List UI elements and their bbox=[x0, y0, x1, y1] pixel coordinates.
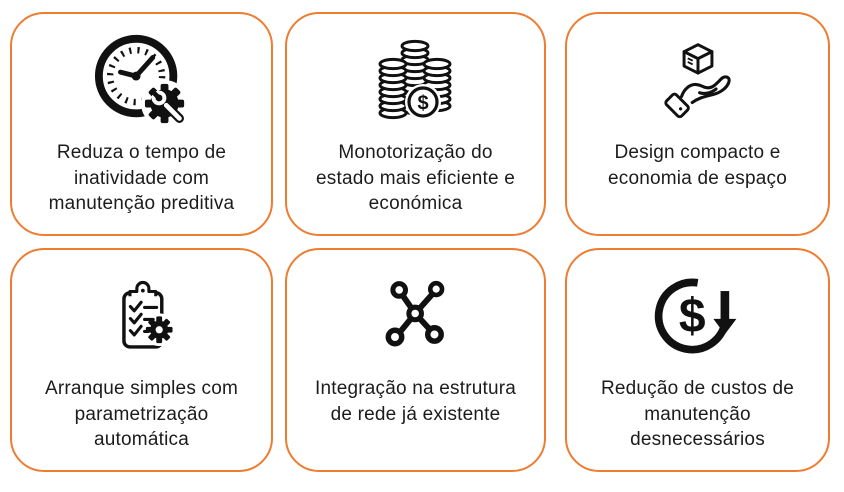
card-text: Redução de custos de manutenção desneces… bbox=[600, 378, 795, 450]
checklist-gear-icon bbox=[121, 280, 176, 349]
benefit-card-network-integration: Integração na estrutura de rede já exist… bbox=[285, 248, 546, 472]
benefit-card-predictive-maintenance: Reduza o tempo de inatividade com manute… bbox=[10, 12, 273, 236]
benefit-card-efficient-monitoring: $ Monotorização do estado mais eficiente… bbox=[285, 12, 546, 236]
dollar-symbol: $ bbox=[417, 93, 428, 115]
hand-holding-box-icon bbox=[663, 43, 731, 119]
benefit-card-cost-reduction: $ Redução de custos de manutenção desnec… bbox=[565, 248, 830, 472]
card-text: Monotorização do estado mais eficiente e… bbox=[316, 142, 515, 214]
coin-stacks-dollar-icon: $ bbox=[378, 39, 451, 120]
benefit-card-simple-startup: Arranque simples com parametrização auto… bbox=[10, 248, 273, 472]
dollar-circle-down-arrow-icon: $ bbox=[654, 278, 736, 354]
benefit-card-compact-design: Design compacto e economia de espaço bbox=[565, 12, 830, 236]
card-text: Reduza o tempo de inatividade com manute… bbox=[48, 142, 235, 214]
card-text: Design compacto e economia de espaço bbox=[608, 142, 787, 189]
card-text: Arranque simples com parametrização auto… bbox=[44, 378, 239, 450]
dollar-symbol: $ bbox=[678, 290, 705, 343]
stopwatch-wrench-gear-icon bbox=[94, 34, 188, 128]
network-nodes-icon bbox=[385, 280, 444, 347]
card-text: Integração na estrutura de rede já exist… bbox=[314, 378, 517, 425]
